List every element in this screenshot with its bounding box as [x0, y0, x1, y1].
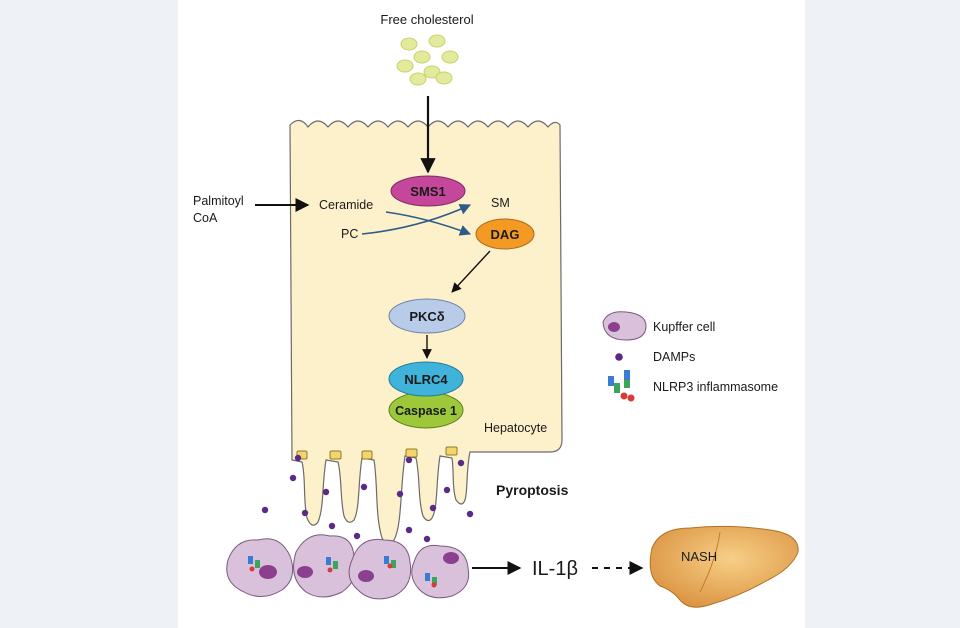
- il1b-label: IL-1β: [532, 558, 578, 580]
- kupffer-cell: [411, 544, 470, 599]
- nlrp3-inflammasome-icon: [326, 557, 338, 573]
- kupffer-cell: [348, 538, 412, 600]
- nlrc4-node: [388, 361, 464, 397]
- caspase1-label: Caspase 1: [395, 404, 457, 418]
- sm-label: SM: [491, 196, 510, 210]
- cholesterol-particles: [396, 34, 459, 86]
- nlrp3-inflammasome-icon: [608, 370, 635, 402]
- sms1-node: [390, 175, 466, 207]
- nlrp3-inflammasome-icon: [384, 556, 396, 569]
- free-cholesterol-label: Free cholesterol: [380, 12, 473, 27]
- pkc-node: [388, 298, 466, 334]
- nash-liver: [649, 525, 799, 608]
- pkc-label: PKCδ: [409, 309, 444, 324]
- nlrp3-inflammasome-icon: [248, 556, 260, 572]
- nlrc4-label: NLRC4: [404, 372, 448, 387]
- dag-to-pkc-arrow: [451, 250, 491, 293]
- palmitoyl-label: Palmitoyl: [193, 194, 244, 208]
- dag-label: DAG: [491, 227, 520, 242]
- legend-item-nlrp3: NLRP3 inflammasome: [608, 370, 778, 402]
- pyroptosis-label: Pyroptosis: [496, 482, 569, 498]
- legend-label: DAMPs: [653, 350, 695, 364]
- damps-scatter: [261, 454, 474, 543]
- legend: Kupffer cell DAMPs NLRP3 inflammasome: [602, 311, 778, 402]
- kupffer-cell-icon: [602, 311, 647, 341]
- kupffer-cell: [226, 538, 294, 597]
- nash-label: NASH: [681, 549, 717, 564]
- legend-label: Kupffer cell: [653, 320, 715, 334]
- pc-label: PC: [341, 227, 358, 241]
- ceramide-label: Ceramide: [319, 198, 373, 212]
- legend-item-damps: DAMPs: [615, 350, 695, 364]
- dag-node: [475, 218, 535, 250]
- coa-label: CoA: [193, 211, 218, 225]
- liver-lobe-line: [699, 531, 721, 593]
- tight-junctions: [296, 446, 458, 460]
- legend-item-kupffer: Kupffer cell: [602, 311, 715, 341]
- kupffer-cell: [293, 534, 356, 598]
- hepatocyte-label: Hepatocyte: [484, 421, 547, 435]
- nlrp3-inflammasome-icon: [425, 573, 437, 588]
- pc-to-sm-arrow: [361, 204, 472, 235]
- damp-dot-icon: [615, 353, 623, 361]
- sms1-label: SMS1: [410, 184, 445, 199]
- legend-label: NLRP3 inflammasome: [653, 380, 778, 394]
